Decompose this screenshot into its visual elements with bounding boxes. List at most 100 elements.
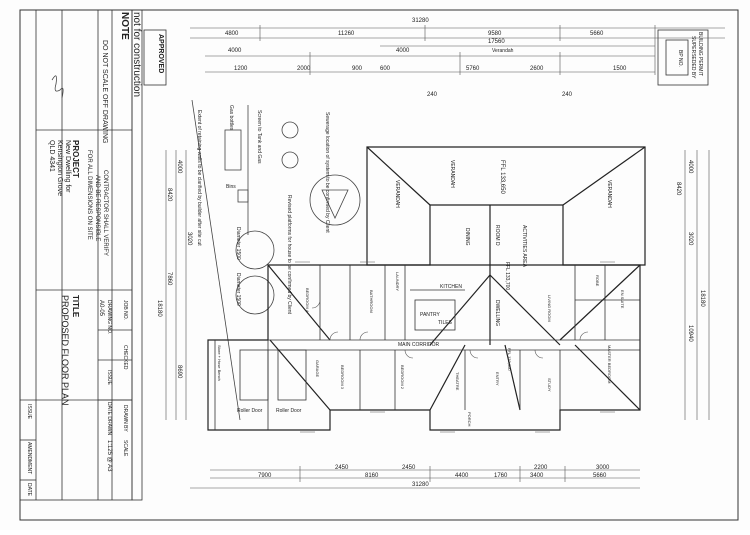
dim-bot-overall: 31280 [412, 482, 429, 488]
title-block [19, 9, 167, 501]
room-porch: PORCH [467, 412, 472, 427]
scale-value: 1:125 @ A3 [106, 440, 112, 472]
dim-right-3020: 3020 [687, 232, 693, 246]
dim-top-2000: 2000 [297, 66, 311, 72]
room-bedroom3: BEDROOM 3 [340, 365, 345, 390]
dim-bot-2200: 2200 [534, 465, 548, 471]
dim-right-10940: 10940 [687, 325, 693, 342]
note-platform: Revised platforms for house to be confir… [286, 195, 292, 314]
building-permit-stamp [657, 29, 709, 86]
dim-left-18180: 18180 [156, 300, 162, 317]
room-activities: ACTIVITIES AREA [521, 225, 527, 267]
room-dining: DINING [464, 228, 470, 246]
dim-top-9580: 9580 [488, 31, 502, 37]
dim-top-verandah: Verandah [492, 48, 514, 54]
room-ensuite: EN SUITE [620, 290, 625, 309]
room-pantry: PANTRY [420, 312, 440, 318]
dimensions-sides [165, 150, 710, 420]
dim-top-4000b: 4000 [396, 48, 410, 54]
stamp-line1: BUILDING PERMIT [697, 32, 703, 76]
project-line3: QLD 4341 [48, 140, 55, 172]
dim-top-5760: 5760 [466, 66, 480, 72]
dim-bot-3000: 3000 [596, 465, 610, 471]
dim-left-8690: 8690 [176, 365, 182, 379]
dim-top-1200: 1200 [234, 66, 248, 72]
bins-label: Bins [226, 184, 236, 190]
project-line2: Kensington Grove [56, 140, 63, 197]
dim-top-17560: 17560 [488, 39, 505, 45]
dim-bot-1760: 1760 [494, 473, 508, 479]
note-soak: Sewerage location of system to be confir… [324, 112, 330, 233]
dim-top-4800: 4800 [225, 31, 239, 37]
dim-left-4000: 4000 [176, 160, 182, 174]
main-corridor: MAIN CORRIDOR [398, 342, 440, 348]
dim-left-7860: 7860 [166, 272, 172, 286]
room-d: ROOM D [494, 225, 500, 246]
amendment-col: AMENDMENT [26, 442, 32, 475]
room-entry: ENTRY [495, 372, 500, 386]
dim-bot-3400: 3400 [530, 473, 544, 479]
issue-col: ISSUE [26, 404, 32, 420]
project-label: PROJECT [71, 140, 80, 178]
room-robe: ROBE [595, 275, 600, 287]
room-master: MASTER BEDROOM [607, 345, 612, 384]
room-theatre: THEATRE [455, 372, 460, 391]
room-store: Store + Hose Bench [217, 345, 222, 381]
note-line1: DO NOT SCALE OFF DRAWING [101, 40, 108, 144]
title-value: PROPOSED FLOOR PLAN [60, 295, 70, 406]
dim-top-600: 600 [380, 66, 391, 72]
note-retain: Extent of retaining walls to be clarifie… [196, 110, 202, 246]
dimensions-bottom [190, 466, 640, 489]
stamp-box: BP NO. [677, 50, 683, 67]
drawing-no-value: A0-05 [98, 300, 104, 317]
dim-top-5660: 5660 [590, 31, 604, 37]
not-for-construction: not for construction [131, 12, 142, 98]
date-col: DATE [26, 483, 32, 496]
dim-top-240b: 240 [562, 92, 573, 98]
dimensions-top [190, 25, 725, 75]
checked-label: CHECKED [122, 345, 128, 370]
room-verandah-mid: VERANDAH [449, 160, 455, 188]
dim-top-11260: 11260 [338, 31, 355, 37]
drawn-by-label: DRAWN BY [122, 405, 128, 432]
project-line1: New Dwelling for [64, 140, 71, 193]
room-garage: GARAGE [315, 360, 320, 378]
dim-top-240a: 240 [427, 92, 438, 98]
note-line4: FOR ALL DIMENSIONS ON SITE [86, 150, 92, 240]
dim-bot-8160: 8160 [365, 473, 379, 479]
date-drawn-label: DATE DRAWN [106, 402, 112, 436]
note-line2: CONTRACTOR SHALL VERIFY [102, 170, 108, 257]
dim-right-18180: 18180 [699, 290, 705, 307]
signature [51, 75, 64, 99]
dim-bot-7900: 7900 [258, 473, 272, 479]
dim-right-4000: 4000 [687, 160, 693, 174]
dim-top-1500: 1500 [613, 66, 627, 72]
house-walls [207, 146, 646, 431]
site-elements [191, 99, 361, 421]
screen-label: Screen to Tank and Gas [256, 110, 262, 164]
room-bedroom4: BEDROOM 4 [305, 288, 310, 313]
note-heading: NOTE [119, 12, 130, 40]
ffl-top: FFL 133,650 [499, 160, 505, 194]
door-swings [311, 299, 589, 359]
issue-label: ISSUE [106, 370, 112, 386]
dim-bot-2450a: 2450 [335, 465, 349, 471]
room-study: STUDY [547, 378, 552, 392]
dim-bot-5660: 5660 [593, 473, 607, 479]
stamp-line2: SUPERSEDED BY [690, 36, 696, 79]
tank-2-label: Diameter 1500 [235, 273, 241, 306]
dim-top-4000a: 4000 [228, 48, 242, 54]
dim-right-8420: 8420 [675, 182, 681, 196]
job-no-label: JOB NO. [122, 300, 128, 321]
room-laundry: LAUNDRY [395, 272, 400, 292]
room-tiles: TILES [438, 320, 452, 326]
note-line3: AND BE RESPONSIBLE [94, 175, 100, 242]
dim-top-2600: 2600 [530, 66, 544, 72]
gas-bottles-label: Gas bottles [228, 105, 234, 131]
dim-top-overall: 31280 [412, 18, 429, 24]
room-verandah-right: VERANDAH [606, 180, 612, 208]
room-dwelling: DWELLING [494, 300, 500, 327]
room-bathroom: BATHROOM [369, 290, 374, 313]
ffl-mid: FFL 133,700 [504, 262, 510, 291]
